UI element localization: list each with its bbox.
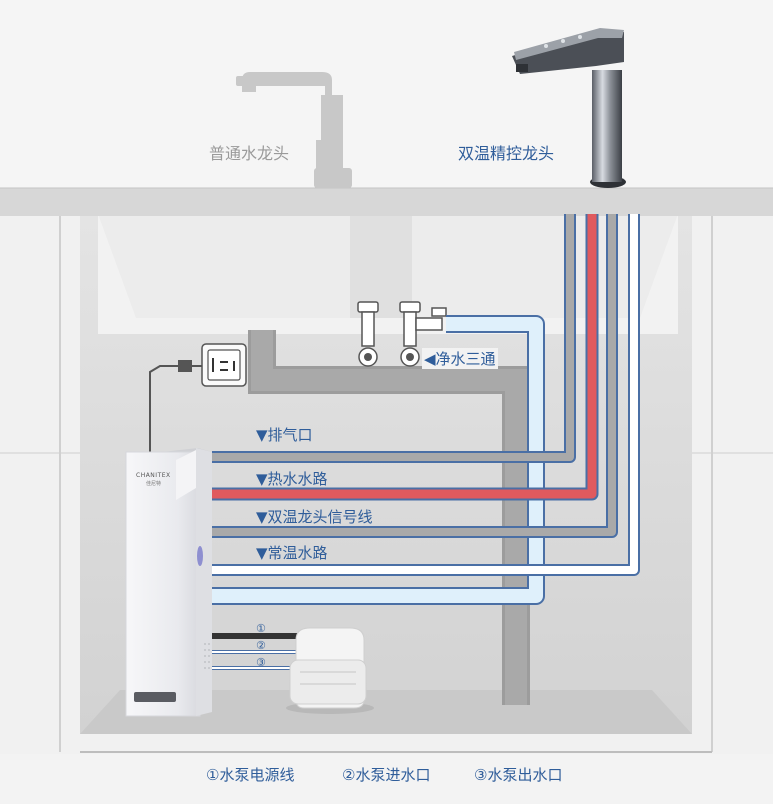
drain-pipe-inner [251,330,527,705]
pump-marker-1: ① [256,622,266,635]
angle-valve-right-icon [399,301,447,367]
valve-tee-label: ◀净水三通 [422,348,498,369]
normal-pipe-label: ▼常温水路 [256,544,328,562]
countertop [0,188,773,216]
dual-temp-faucet-icon [512,28,626,188]
exhaust-pipe-label: ▼排气口 [256,426,313,444]
power-plug-icon [178,360,192,372]
angle-valve-left-icon [357,301,379,367]
legend-pump-power: ①水泵电源线 [206,766,295,784]
power-socket-icon [201,343,247,387]
signal-wire-label: ▼双温龙头信号线 [256,508,373,526]
exhaust-pipe [212,214,574,461]
sink-drain-channel [350,214,412,318]
normal-faucet-label: 普通水龙头 [209,144,290,163]
purifier-brand-label: CHANITEX [136,472,171,479]
water-pump-icon [286,627,374,714]
normal-faucet-icon [236,72,352,188]
pump-marker-2: ② [256,639,266,652]
signal-wire [212,214,616,536]
water-purifier [125,448,212,717]
dual-faucet-label: 双温精控龙头 [458,144,555,163]
hot-pipe [212,214,597,499]
pump-marker-3: ③ [256,656,266,669]
normal-pipe [212,214,638,574]
legend-pump-outlet: ③水泵出水口 [474,766,563,784]
hot-pipe-label: ▼热水水路 [256,470,328,488]
legend-pump-inlet: ②水泵进水口 [342,766,431,784]
purifier-brand-sub-label: 佳尼特 [146,481,162,487]
cabinet-floor [80,690,692,734]
wall-background [0,0,773,190]
